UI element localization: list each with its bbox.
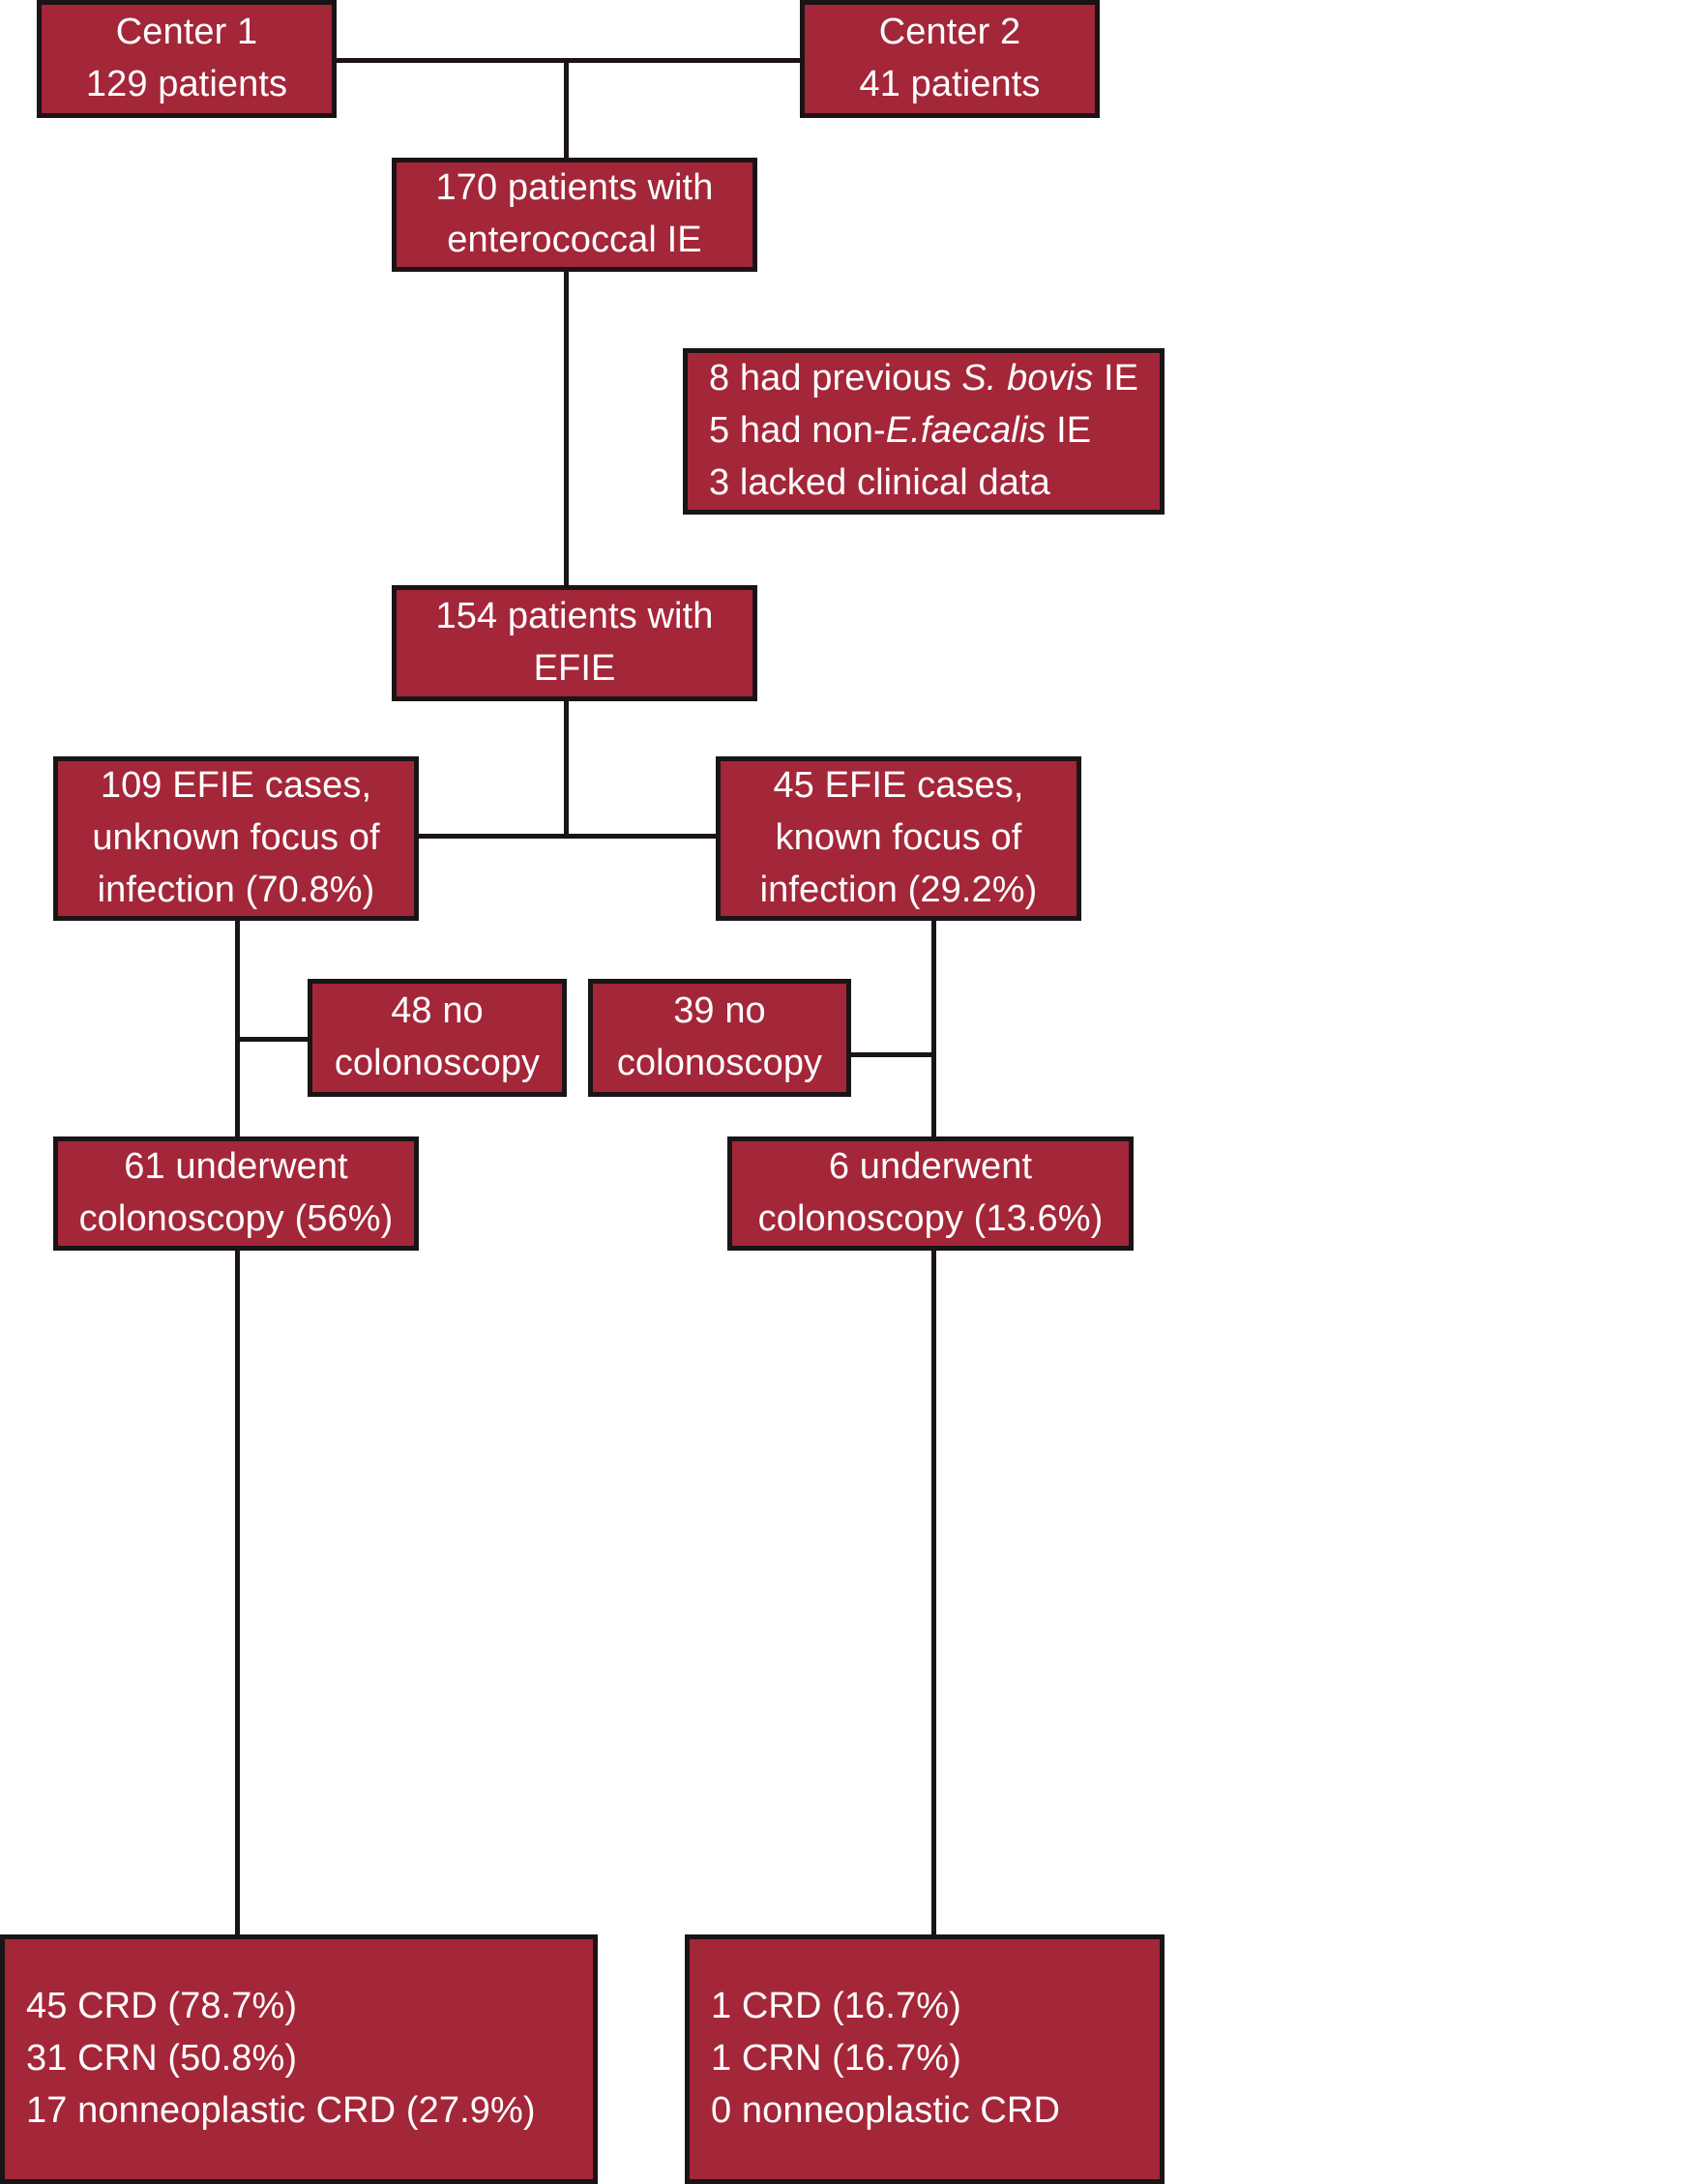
no-colo-left-line-1: 48 no [391,990,484,1032]
findings-unknown-focus-box[interactable]: 45 CRD (78.7%) 31 CRN (50.8%) 17 nonneop… [0,1934,598,2184]
known-focus-line-2: known focus of [775,817,1022,859]
no-colo-right-line-1: 39 no [673,990,766,1032]
known-focus-line-1: 45 EFIE cases, [773,765,1024,807]
known-focus-line-3: infection (29.2%) [759,869,1038,910]
colo-left-line-1: 61 underwent [124,1146,348,1188]
no-colo-right-line-2: colonoscopy [616,1043,823,1083]
no-colo-left-line-2: colonoscopy [334,1043,541,1083]
exclusion-line-2: 5 had non-E.faecalis IE [709,410,1092,452]
exclusion-line-1: 8 had previous S. bovis IE [709,358,1139,399]
colo-right-line-1: 6 underwent [828,1146,1033,1188]
underwent-colonoscopy-unknown-focus-box[interactable]: 61 underwent colonoscopy (56%) [53,1136,419,1251]
edge-left-colonoscopy-to-findings [235,1250,240,1936]
findings-left-line-2: 31 CRN (50.8%) [26,2038,298,2080]
edge-efie-to-split [564,698,569,837]
edge-total-to-efie [564,269,569,588]
exclusion-criteria-box[interactable]: 8 had previous S. bovis IE 5 had non-E.f… [683,348,1165,515]
findings-left-line-3: 17 nonneoplastic CRD (27.9%) [26,2089,536,2131]
center-2-line-2: 41 patients [859,64,1041,104]
efie-known-focus-box[interactable]: 45 EFIE cases, known focus of infection … [716,756,1081,921]
underwent-colonoscopy-known-focus-box[interactable]: 6 underwent colonoscopy (13.6%) [727,1136,1134,1251]
findings-right-line-3: 0 nonneoplastic CRD [711,2089,1060,2131]
edge-centers-to-total [564,58,569,160]
center-1-box[interactable]: Center 1 129 patients [37,0,337,118]
center-2-line-1: Center 2 [878,12,1021,53]
findings-right-line-2: 1 CRN (16.7%) [711,2038,961,2080]
unknown-focus-line-1: 109 EFIE cases, [100,765,372,807]
efie-total-line-2: EFIE [533,648,616,689]
edge-split-horizontal [418,834,935,839]
edge-right-to-no-colonoscopy [851,1052,936,1057]
center-1-line-2: 129 patients [85,64,288,104]
no-colonoscopy-known-focus-box[interactable]: 39 no colonoscopy [588,979,851,1097]
no-colonoscopy-unknown-focus-box[interactable]: 48 no colonoscopy [308,979,567,1097]
edge-centers-horizontal [334,58,1098,63]
unknown-focus-line-2: unknown focus of [92,817,380,859]
unknown-focus-line-3: infection (70.8%) [97,869,375,910]
total-enterococcal-ie-box[interactable]: 170 patients with enterococcal IE [392,158,757,272]
efie-total-line-1: 154 patients with [435,596,714,637]
findings-left-line-1: 45 CRD (78.7%) [26,1986,298,2027]
center-1-line-1: Center 1 [115,12,258,53]
findings-known-focus-box[interactable]: 1 CRD (16.7%) 1 CRN (16.7%) 0 nonneoplas… [685,1934,1165,2184]
efie-total-box[interactable]: 154 patients with EFIE [392,585,757,701]
total-line-2: enterococcal IE [447,220,702,260]
center-2-box[interactable]: Center 2 41 patients [800,0,1100,118]
edge-right-colonoscopy-to-findings [931,1250,936,1936]
edge-left-to-no-colonoscopy [235,1037,310,1042]
efie-unknown-focus-box[interactable]: 109 EFIE cases, unknown focus of infecti… [53,756,419,921]
findings-right-line-1: 1 CRD (16.7%) [711,1986,961,2027]
colo-right-line-2: colonoscopy (13.6%) [757,1198,1104,1239]
colo-left-line-2: colonoscopy (56%) [78,1198,394,1239]
exclusion-line-3: 3 lacked clinical data [709,461,1050,503]
total-line-1: 170 patients with [435,167,714,209]
